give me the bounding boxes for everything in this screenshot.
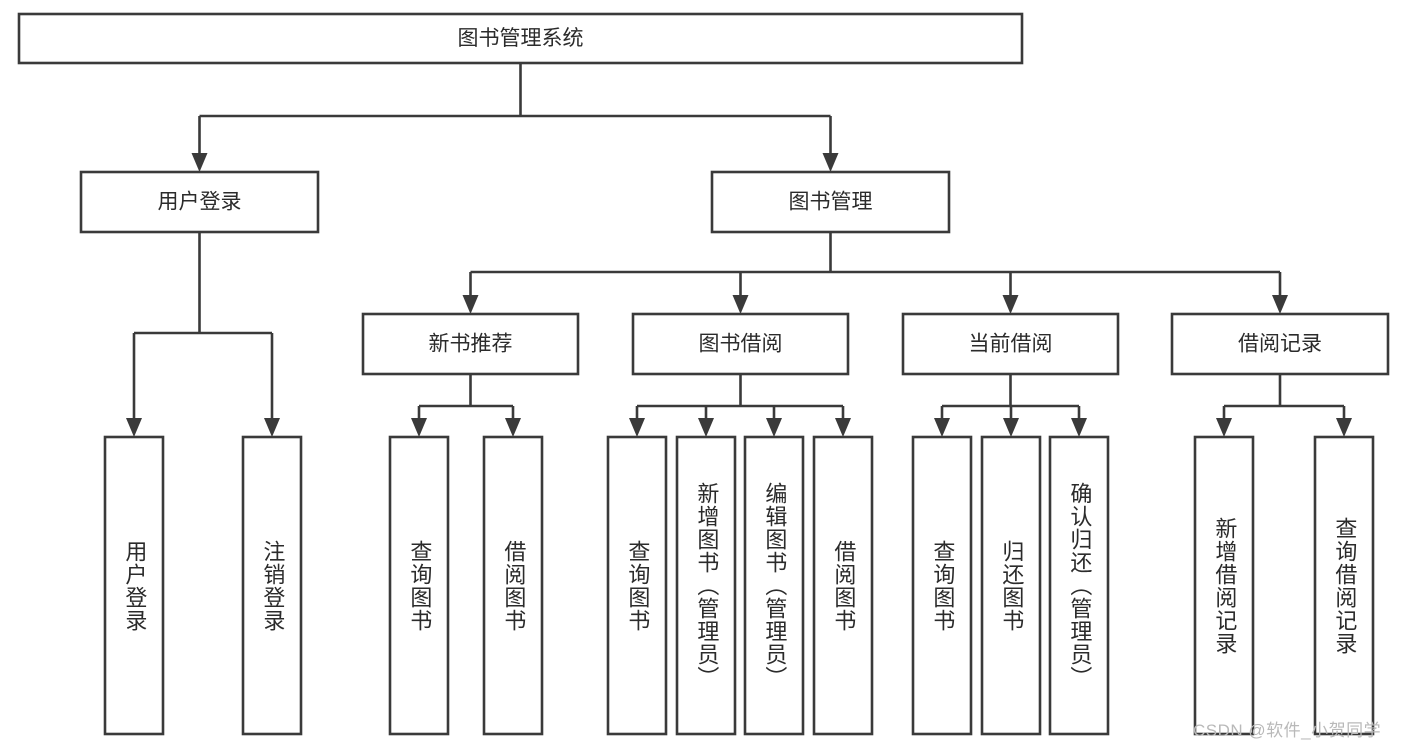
connectors-layer bbox=[126, 63, 1352, 437]
node-box-book-management[interactable] bbox=[710, 170, 951, 234]
arrow-head-icon bbox=[766, 418, 782, 437]
node-box-leaf-borrow-book[interactable] bbox=[812, 435, 874, 736]
node-label-user-login: 用户登录 bbox=[158, 191, 242, 214]
arrow-head-icon bbox=[732, 295, 749, 314]
node-box-leaf-query-book-borrow[interactable] bbox=[606, 435, 668, 736]
arrow-head-icon bbox=[1272, 295, 1288, 314]
arrow-head-icon bbox=[411, 418, 427, 437]
node-label-current-borrow: 当前借阅 bbox=[969, 333, 1053, 356]
node-box-leaf-query-book-cur[interactable] bbox=[911, 435, 973, 736]
node-label-book-management: 图书管理 bbox=[789, 191, 873, 214]
node-box-leaf-return-book[interactable] bbox=[980, 435, 1042, 736]
node-box-current-borrow[interactable] bbox=[901, 312, 1120, 376]
arrow-head-icon bbox=[1003, 418, 1019, 437]
arrow-head-icon bbox=[1002, 295, 1019, 314]
arrow-head-icon bbox=[1216, 418, 1232, 437]
node-box-book-borrow[interactable] bbox=[631, 312, 850, 376]
node-label-borrow-records: 借阅记录 bbox=[1238, 333, 1322, 356]
node-label-root: 图书管理系统 bbox=[458, 27, 584, 50]
node-box-leaf-add-record[interactable] bbox=[1193, 435, 1255, 736]
arrow-head-icon bbox=[835, 418, 851, 437]
node-box-leaf-query-book-rec[interactable] bbox=[388, 435, 450, 736]
node-label-book-borrow: 图书借阅 bbox=[699, 333, 783, 356]
arrow-head-icon bbox=[191, 153, 208, 172]
arrow-head-icon bbox=[822, 153, 839, 172]
node-label-new-book-recommend: 新书推荐 bbox=[429, 333, 513, 356]
node-box-borrow-records[interactable] bbox=[1170, 312, 1390, 376]
arrow-head-icon bbox=[698, 418, 714, 437]
node-box-leaf-borrow-book-rec[interactable] bbox=[482, 435, 544, 736]
node-box-leaf-user-login[interactable] bbox=[103, 435, 165, 736]
arrow-head-icon bbox=[126, 418, 142, 437]
arrow-head-icon bbox=[505, 418, 521, 437]
arrow-head-icon bbox=[1336, 418, 1352, 437]
node-box-leaf-confirm-return[interactable] bbox=[1048, 435, 1110, 736]
node-box-leaf-edit-book[interactable] bbox=[743, 435, 805, 736]
node-box-new-book-recommend[interactable] bbox=[361, 312, 580, 376]
boxes-layer bbox=[17, 12, 1390, 736]
arrow-head-icon bbox=[264, 418, 280, 437]
node-box-leaf-add-book[interactable] bbox=[675, 435, 737, 736]
csdn-watermark: CSDN @软件_小贺同学 bbox=[1193, 721, 1382, 740]
arrow-head-icon bbox=[629, 418, 645, 437]
arrow-head-icon bbox=[462, 295, 479, 314]
arrow-head-icon bbox=[1071, 418, 1087, 437]
node-box-root[interactable] bbox=[17, 12, 1024, 65]
node-box-user-login[interactable] bbox=[79, 170, 320, 234]
node-box-leaf-logout[interactable] bbox=[241, 435, 303, 736]
node-box-leaf-query-record[interactable] bbox=[1313, 435, 1375, 736]
arrow-head-icon bbox=[934, 418, 950, 437]
